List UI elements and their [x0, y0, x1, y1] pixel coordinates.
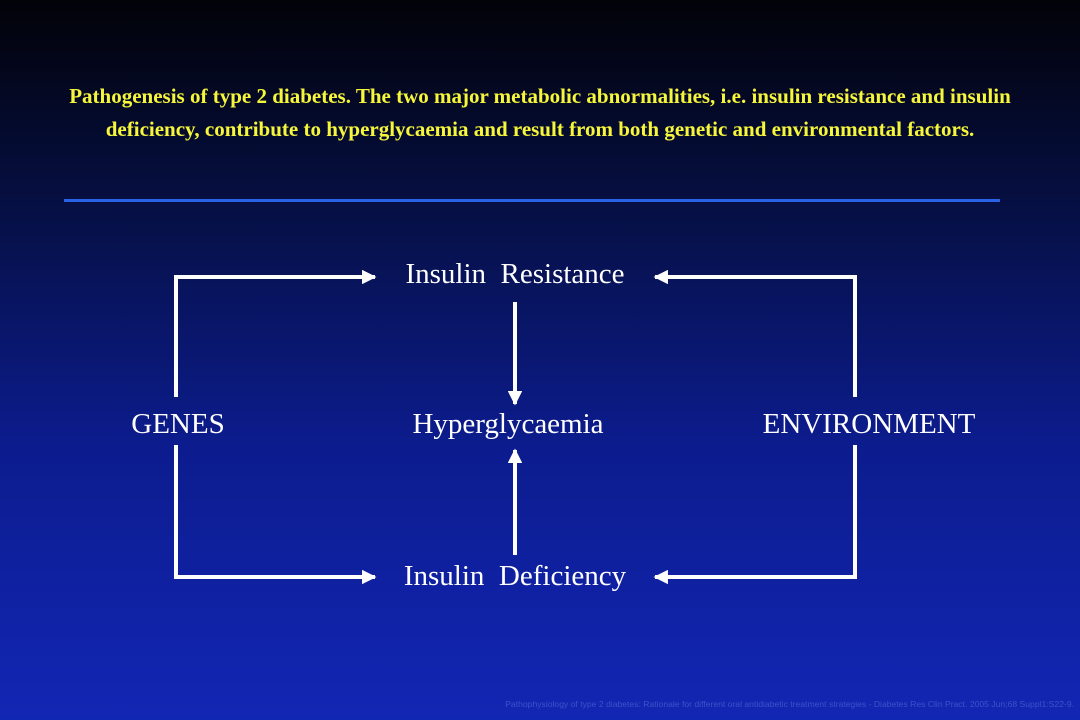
node-insulin-resistance: Insulin Resistance — [405, 258, 624, 290]
slide-title: Pathogenesis of type 2 diabetes. The two… — [69, 84, 1011, 141]
node-hyperglycaemia: Hyperglycaemia — [412, 408, 603, 440]
arrow-genes-to-insulin-deficiency — [174, 445, 377, 585]
source-citation: Pathophysiology of type 2 diabetes: Rati… — [505, 699, 1074, 709]
node-environment: ENVIRONMENT — [763, 408, 976, 440]
arrow-environment-to-insulin-resistance — [653, 269, 857, 397]
node-insulin-deficiency: Insulin Deficiency — [404, 560, 627, 592]
arrow-genes-to-insulin-resistance — [174, 269, 377, 397]
node-genes: GENES — [131, 408, 224, 440]
title-divider — [64, 199, 1000, 202]
arrow-environment-to-insulin-deficiency — [653, 445, 857, 585]
